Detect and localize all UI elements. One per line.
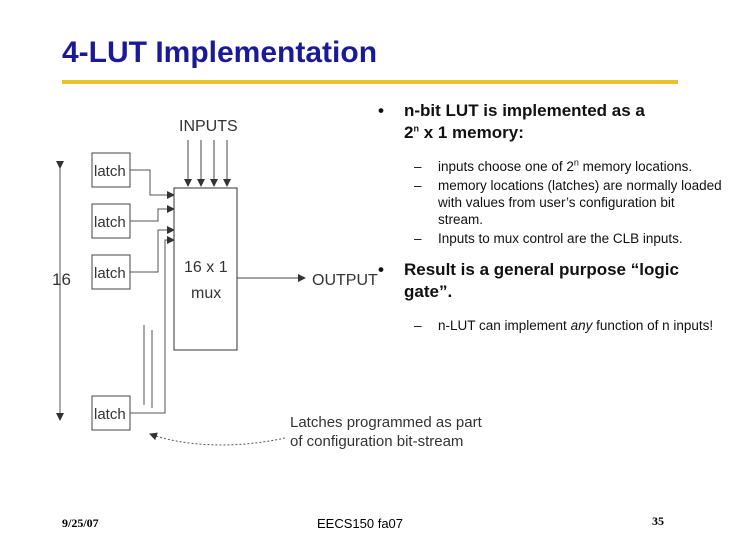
svg-text:latch: latch	[94, 163, 126, 180]
footer-date: 9/25/07	[62, 516, 99, 530]
title-rule	[62, 80, 678, 84]
output-label: OUTPUT	[312, 272, 378, 289]
mux-label-1: 16 x 1	[184, 259, 228, 276]
bullet-2-sub-1: – n-LUT can implement any function of n …	[414, 318, 714, 333]
bullet-2: • Result is a general purpose “logic gat…	[378, 259, 723, 303]
bullet-1-sub-2: – memory locations (latches) are normall…	[414, 178, 722, 227]
bullet-dot: •	[378, 101, 384, 120]
slide-title: 4-LUT Implementation	[62, 36, 378, 69]
count-label: 16	[52, 270, 71, 289]
bullet-1-sub-3: – Inputs to mux control are the CLB inpu…	[414, 231, 683, 246]
latch-1: latch	[91, 152, 131, 188]
latch-16: latch	[91, 395, 131, 431]
note-arrow	[149, 432, 286, 446]
note-line-1: Latches programmed as part	[290, 414, 483, 431]
mux-label-2: mux	[191, 285, 221, 302]
svg-text:latch: latch	[94, 214, 126, 231]
bullet-1: • n-bit LUT is implemented as a 2n x 1 m…	[378, 100, 723, 144]
latch-wires	[130, 169, 175, 414]
note-line-2: of configuration bit-stream	[290, 433, 463, 450]
bullet-2-text: Result is a general purpose “logic gate”…	[404, 260, 679, 301]
bullet-1-sub-1: – inputs choose one of 2n memory locatio…	[414, 157, 693, 174]
bullet-list: • n-bit LUT is implemented as a 2n x 1 m…	[378, 100, 723, 334]
inputs-label: INPUTS	[179, 118, 238, 135]
mux-box	[173, 187, 238, 351]
latch-3: latch	[91, 254, 131, 290]
bullet-1-line2: 2n x 1 memory:	[404, 123, 524, 142]
page-number: 35	[652, 514, 664, 528]
bullet-1-text: n-bit LUT is implemented as a	[404, 101, 645, 120]
footer-course: EECS150 fa07	[317, 516, 404, 531]
input-arrows	[184, 140, 231, 187]
svg-text:latch: latch	[94, 265, 126, 282]
svg-text:latch: latch	[94, 406, 126, 423]
latch-2: latch	[91, 203, 131, 239]
